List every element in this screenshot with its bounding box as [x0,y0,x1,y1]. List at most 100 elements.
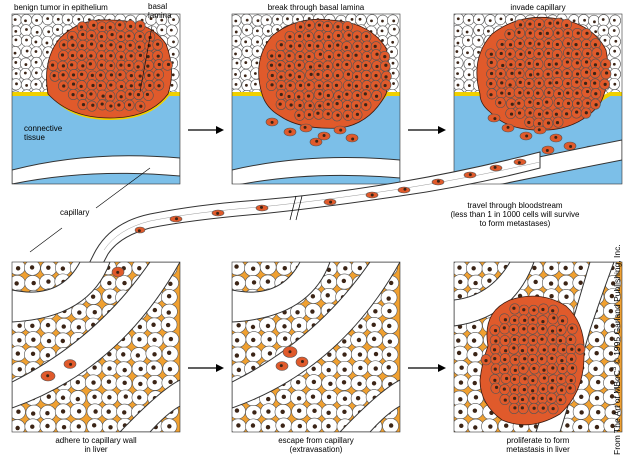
metastasis-cell [546,363,558,375]
tumor-cell [361,51,373,63]
invading-tumor-cell [563,141,577,151]
tumor-cells [266,19,392,122]
tumor-cell [105,40,116,52]
label-proliferate: proliferate to form metastasis in liver [506,436,570,454]
liver-cell [130,347,147,364]
liver-cell [466,262,483,277]
tumor-cell [124,30,135,42]
liver-cell [366,331,384,348]
invading-tumor-cell [533,125,547,135]
tumor-cell [589,78,601,90]
epithelial-cell [241,45,254,58]
liver-cell [40,318,57,334]
panel-adhere [12,262,180,432]
tumor-cell [115,79,127,92]
liver-cell [603,318,621,335]
metastasis-cell [538,373,550,385]
tumor-cell [342,21,353,33]
metastasis-cell [517,403,529,415]
metastasis-cell [537,402,548,414]
tumor-cell [542,27,554,39]
liver-cell [365,317,383,333]
metastasis-cell [557,315,569,327]
tumor-cells [485,17,612,130]
tumor-cell [524,37,535,49]
invading-cells [487,113,597,165]
tumor-cell [580,57,592,69]
metastasis-cell [508,402,520,414]
tumor-cell [162,59,173,71]
adhering-tumor-cell [111,266,125,278]
liver-cell [24,346,41,363]
metastasis-cell [548,374,559,386]
epithelial-cell [20,24,32,37]
metastasis-cell [556,373,567,385]
epithelial-cell [494,14,507,26]
liver-cell [589,404,606,421]
metastasis-cell [565,352,577,365]
tumor-cell [332,69,344,81]
tumor-cell [370,79,382,91]
epithelial-cell [609,14,621,27]
epithelial-cell [19,57,32,70]
metastasis-cell [499,353,511,365]
tumor-cell [342,79,354,92]
liver-cell [321,404,338,420]
tumor-cell [561,108,573,120]
tumor-cell [284,39,296,52]
liver-cell [245,346,263,363]
metastasis-cell [527,353,539,365]
epithelial-cell [462,14,475,26]
liver-cell [55,262,72,276]
epithelial-cell [454,14,465,26]
liver-cell [290,419,308,432]
liver-cell [588,331,605,348]
tumor-cells [47,19,173,112]
label-break-through: break through basal lamina [267,3,365,12]
liver-cell [336,404,353,421]
liver-cell [604,404,622,421]
metastasis-cell [566,363,578,375]
liver-cell [305,388,323,405]
metastasis-cell [508,343,519,355]
panel-benign-tumor [12,14,180,184]
tumor-cell [294,59,305,71]
liver-cell [101,403,118,420]
liver-cell [541,274,559,291]
tumor-cell [581,86,592,99]
tumor-cell [85,89,97,101]
epithelial-cell [166,35,179,48]
tumor-cell [514,27,526,39]
metastasis-cell [565,383,577,395]
tumor-cell [553,27,564,39]
tumor-cell [322,99,334,111]
capillary-vessel [12,155,180,184]
tumor-cell [293,99,305,111]
tumor-cell [305,69,316,81]
epithelial-cell [588,14,600,27]
liver-cell [350,346,368,363]
tumor-cell [352,40,363,52]
epithelial-cell [20,34,33,47]
tumor-cell [115,69,127,81]
metastasis-cell [480,354,492,366]
tumor-cell [533,67,544,79]
liver-cell [54,403,72,420]
tumor-cell [380,60,391,72]
tumor-cell [97,89,108,101]
invading-tumor-cell [317,131,331,141]
epithelial-cell [232,47,243,60]
panel-break-through [232,14,400,184]
epithelial-cell [232,77,242,90]
metastasis-cell [537,343,549,355]
epithelial-cell [241,79,254,92]
liver-cell [85,304,103,321]
tumor-cell [332,30,343,42]
tumor-cell [543,87,555,99]
epithelial-cell [609,35,621,48]
tumor-cell [562,28,574,40]
tumor-cell [86,100,98,112]
tumor-cell [323,40,334,52]
epithelial-cell [250,78,263,91]
arrow-1 [188,126,224,134]
